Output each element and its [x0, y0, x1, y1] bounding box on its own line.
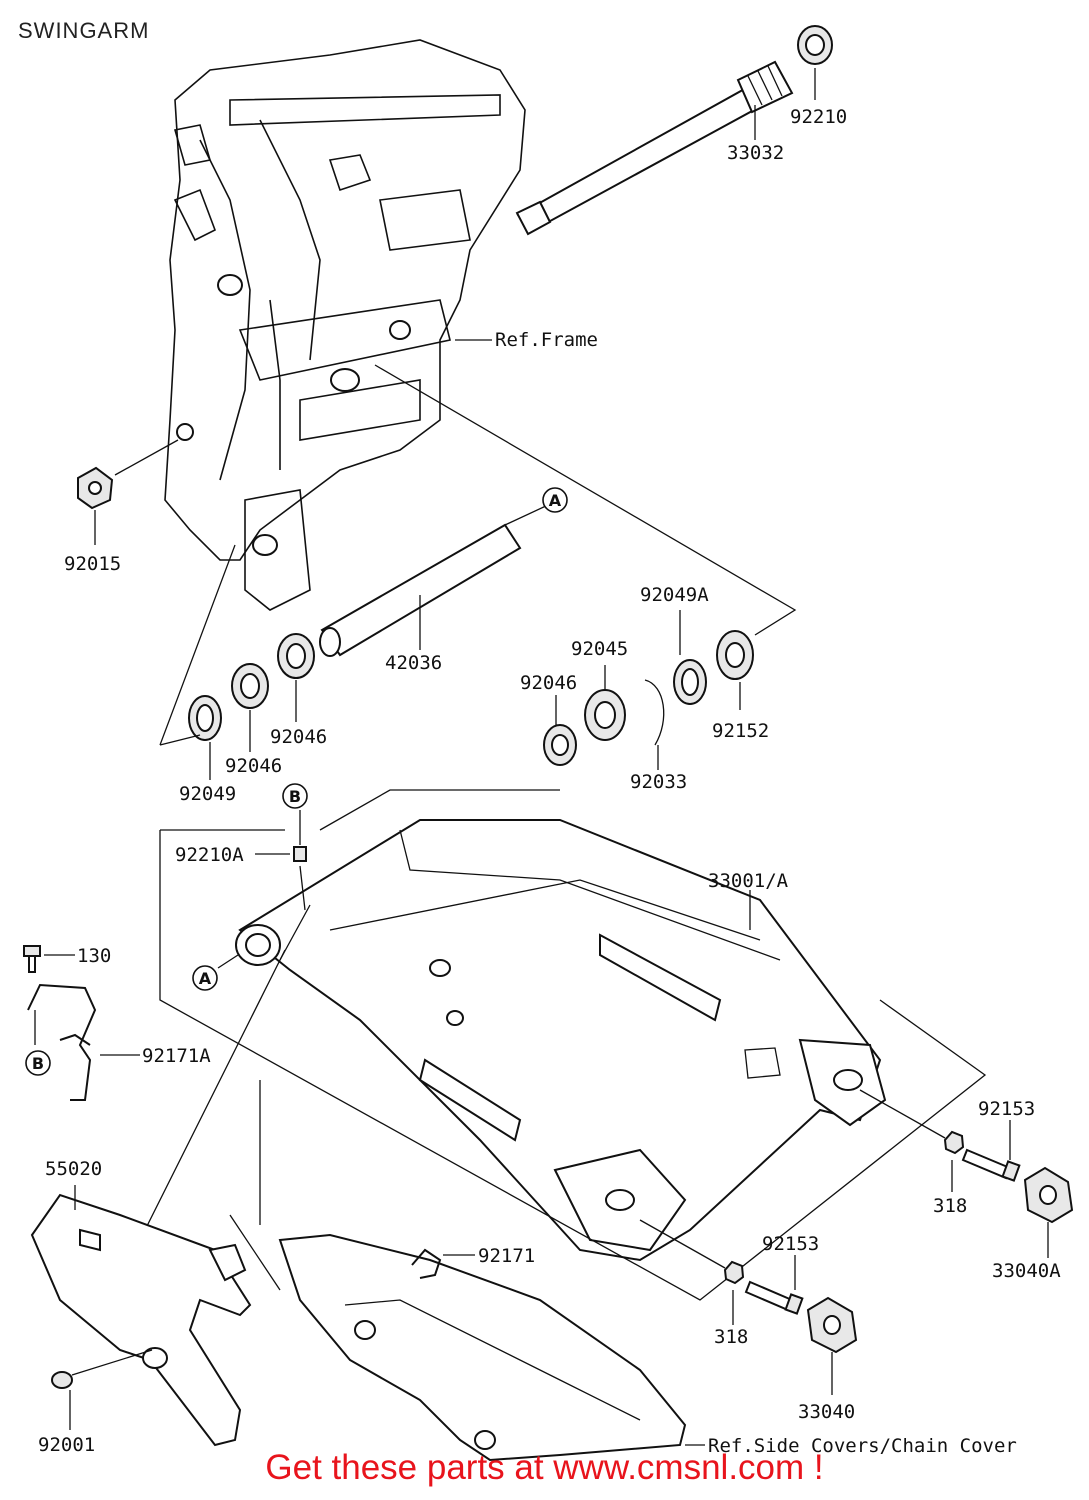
chain-guard-55020	[30, 1193, 252, 1447]
bolt-130	[23, 945, 41, 973]
part-label-92045: 92045	[571, 638, 628, 660]
needle-bearing-92046-b	[277, 633, 315, 679]
diagram-title: SWINGARM	[18, 18, 150, 43]
needle-bearing-92046-a	[231, 663, 269, 709]
part-label-55020: 55020	[45, 1158, 102, 1180]
callout-b-top: B	[282, 783, 308, 809]
frame-illustration	[164, 39, 526, 611]
part-label-130: 130	[77, 945, 111, 967]
pivot-shaft	[515, 60, 794, 236]
bolt-92001	[51, 1371, 73, 1389]
svg-text:B: B	[32, 1054, 44, 1073]
ref-covers-label: Ref.Side Covers/Chain Cover	[708, 1435, 1017, 1457]
clip-92171	[411, 1248, 442, 1279]
ball-bearing-92045	[584, 689, 626, 741]
seal-92049	[188, 695, 222, 741]
svg-text:A: A	[199, 969, 212, 988]
part-label-92046-a: 92046	[225, 755, 282, 777]
callout-a-top: A	[542, 487, 568, 513]
svg-text:B: B	[289, 787, 301, 806]
nut-318-a	[943, 1130, 965, 1155]
nut-318-b	[723, 1260, 745, 1285]
circlip-92033	[644, 679, 665, 746]
bolt-92153-b	[744, 1280, 804, 1315]
part-label-92015: 92015	[64, 553, 121, 575]
part-label-92210: 92210	[790, 106, 847, 128]
pivot-nut	[797, 25, 833, 65]
clamp-92171A	[27, 983, 97, 1101]
callout-b-left: B	[25, 1050, 51, 1076]
part-label-33001A: 33001/A	[708, 870, 789, 892]
part-label-33040: 33040	[798, 1401, 855, 1423]
grease-nipple-92210A	[293, 846, 307, 862]
adjuster-33040	[806, 1296, 858, 1354]
part-label-92046-b: 92046	[270, 726, 327, 748]
part-label-92171A: 92171A	[142, 1045, 211, 1067]
swingarm-33001	[235, 819, 887, 1262]
part-label-42036: 42036	[385, 652, 442, 674]
adjuster-33040A	[1023, 1166, 1074, 1224]
bearing-collar-42036	[319, 523, 522, 657]
svg-text:A: A	[549, 491, 562, 510]
part-label-92001: 92001	[38, 1434, 95, 1456]
seal-92049A	[673, 659, 707, 705]
part-label-92171: 92171	[478, 1245, 535, 1267]
part-label-318-a: 318	[933, 1195, 967, 1217]
part-label-92210A: 92210A	[175, 844, 244, 866]
bolt-92153-a	[961, 1148, 1021, 1182]
part-label-318-b: 318	[714, 1326, 748, 1348]
ref-frame-label: Ref.Frame	[495, 329, 598, 351]
needle-bearing-92046-c	[543, 724, 577, 766]
chain-cover-ref	[278, 1233, 687, 1462]
part-label-92153-a: 92153	[978, 1098, 1035, 1120]
part-label-92046-c: 92046	[520, 672, 577, 694]
footer-promo-link[interactable]: Get these parts at www.cmsnl.com !	[265, 1448, 824, 1487]
nut-92015	[77, 466, 114, 510]
part-label-92049: 92049	[179, 783, 236, 805]
part-label-92153-b: 92153	[762, 1233, 819, 1255]
nut-92152	[716, 630, 754, 680]
part-label-33040A: 33040A	[992, 1260, 1061, 1282]
part-label-92049A: 92049A	[640, 584, 709, 606]
part-label-92033: 92033	[630, 771, 687, 793]
part-label-92152: 92152	[712, 720, 769, 742]
part-label-33032: 33032	[727, 142, 784, 164]
callout-a-left: A	[192, 965, 218, 991]
